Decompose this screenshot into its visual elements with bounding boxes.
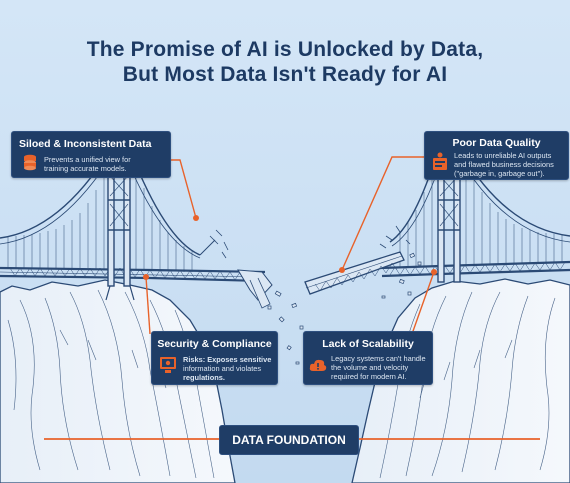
right-cliff <box>351 278 570 483</box>
callout-body-line-1: Leads to unreliable AI outputs <box>454 151 552 160</box>
left-cliff <box>0 279 236 483</box>
headline-line-2: But Most Data Isn't Ready for AI <box>122 63 448 86</box>
callout-heading: Security & Compliance <box>157 338 272 350</box>
callout-security-compliance: Security & Compliance Risks: Exposes sen… <box>151 331 278 385</box>
callout-body-line-3: regulations. <box>183 373 225 382</box>
monitor-lock-icon <box>160 357 176 373</box>
callout-lack-of-scalability: Lack of Scalability Legacy systems can't… <box>303 331 433 385</box>
connector-dots <box>143 215 437 280</box>
headline-line-1: The Promise of AI is Unlocked by Data, <box>86 38 484 61</box>
callout-siloed-data: Siloed & Inconsistent Data Prevents a un… <box>11 131 171 178</box>
callout-body-line-3: required for modern AI. <box>331 372 407 381</box>
callout-body-line-2: and flawed business decisions <box>454 160 554 169</box>
callout-body-line-1: Prevents a unified view for <box>44 155 131 164</box>
callout-heading: Poor Data Quality <box>452 137 541 149</box>
data-foundation-label: DATA FOUNDATION <box>219 425 359 455</box>
callout-connectors <box>145 156 435 335</box>
callout-body-line-1: Legacy systems can't handle <box>331 354 426 363</box>
callout-body-line-3: ("garbage in, garbage out"). <box>454 169 545 178</box>
cloud-warning-icon <box>309 359 327 371</box>
callout-poor-data-quality: Poor Data Quality Leads to unreliable AI… <box>424 131 569 180</box>
callout-body-line-2: information and violates <box>183 364 262 373</box>
callout-body-line-2: training accurate models. <box>44 164 127 173</box>
callout-body-line-2: the volume and velocity <box>331 363 409 372</box>
warning-document-icon <box>433 152 447 170</box>
database-icon <box>24 154 36 171</box>
callout-heading: Siloed & Inconsistent Data <box>19 138 152 150</box>
callout-body-line-1: Risks: Exposes sensitive <box>183 355 272 364</box>
callout-heading: Lack of Scalability <box>322 338 414 350</box>
